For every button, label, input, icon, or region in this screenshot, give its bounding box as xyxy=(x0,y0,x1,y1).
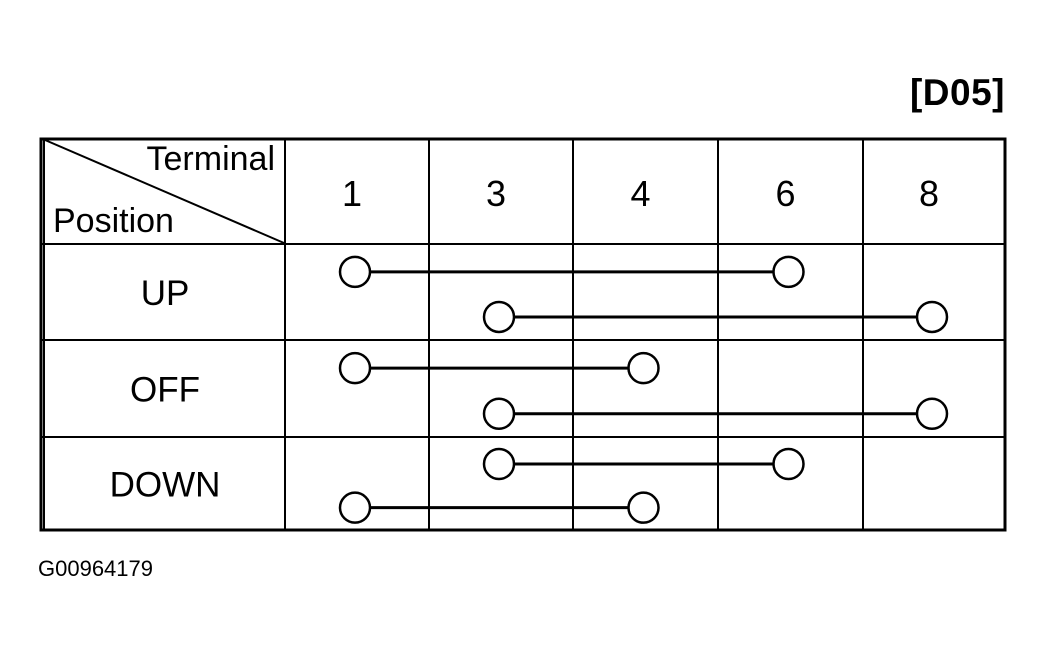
terminal-number: 8 xyxy=(919,173,939,214)
terminal-number: 3 xyxy=(486,173,506,214)
terminal-node xyxy=(482,300,516,334)
table-border xyxy=(39,137,1007,532)
reference-code: [D05] xyxy=(909,72,1005,113)
connections xyxy=(338,255,949,524)
terminal-node xyxy=(915,397,949,430)
position-label: DOWN xyxy=(110,466,221,505)
terminal-node xyxy=(772,447,805,481)
table-header: Terminal Position xyxy=(44,139,285,244)
terminal-header-label: Terminal xyxy=(147,140,275,178)
position-label: UP xyxy=(141,274,190,313)
position-labels: UP OFF DOWN xyxy=(110,274,221,505)
terminal-number: 6 xyxy=(775,173,795,214)
position-header-label: Position xyxy=(53,202,174,240)
terminal-node xyxy=(338,491,372,524)
terminal-node xyxy=(772,255,805,289)
terminal-headers: 1 3 4 6 8 xyxy=(342,173,939,214)
terminal-number: 1 xyxy=(342,173,362,214)
table-grid xyxy=(39,137,1007,532)
terminal-number: 4 xyxy=(630,173,650,214)
header-diagonal xyxy=(44,139,285,244)
terminal-node xyxy=(627,351,660,385)
terminal-node xyxy=(627,491,660,524)
terminal-node xyxy=(482,447,516,481)
terminal-node xyxy=(338,255,372,289)
terminal-node xyxy=(915,300,949,334)
terminal-node xyxy=(338,351,372,385)
terminal-node xyxy=(482,397,516,430)
position-label: OFF xyxy=(130,371,200,410)
figure-id: G00964179 xyxy=(38,556,153,581)
